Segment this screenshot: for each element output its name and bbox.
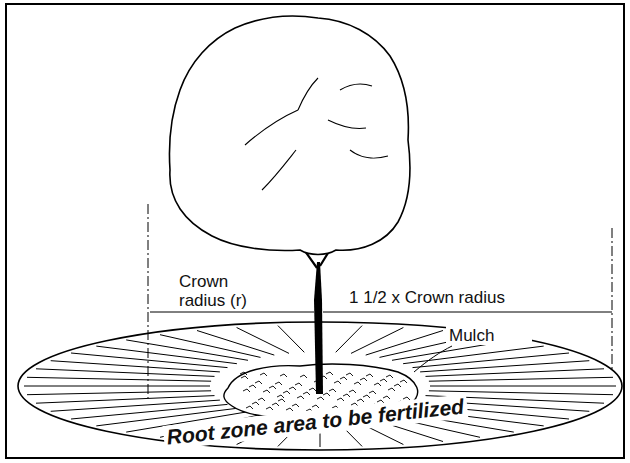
- mulch-chip: [252, 402, 259, 405]
- mulch-chip: [343, 394, 350, 397]
- mulch-chip: [349, 390, 356, 393]
- mulch-chip: [363, 395, 370, 398]
- mulch-chip: [354, 382, 361, 385]
- hatch-stroke: [197, 331, 274, 356]
- mulch-chip: [334, 381, 341, 384]
- hatch-stroke: [36, 396, 215, 404]
- mulch-chip: [357, 399, 364, 402]
- mulch-chip: [400, 380, 407, 383]
- mulch-chip: [340, 377, 347, 380]
- mulch-chip: [272, 403, 279, 406]
- mulch-chip: [300, 375, 307, 378]
- tree-trunk: [314, 262, 323, 394]
- mulch-chip: [383, 396, 390, 399]
- mulch-chip: [366, 374, 373, 377]
- hatch-stroke: [237, 328, 289, 354]
- mulch-chip: [278, 399, 285, 402]
- mulch-chip: [369, 391, 376, 394]
- mulch-chip: [286, 408, 293, 411]
- crown-radius-line: [150, 312, 314, 313]
- root-zone-radius-line: [323, 312, 612, 313]
- hatch-stroke: [403, 346, 544, 364]
- mulch-chip: [329, 389, 336, 392]
- frame: [6, 4, 624, 458]
- mulch-chip: [295, 383, 302, 386]
- dimension-label: Mulch: [446, 326, 532, 345]
- root-zone-edge-line: [612, 228, 613, 372]
- mulch-chip: [258, 398, 265, 401]
- mulch-chip: [263, 390, 270, 393]
- crown-detail: [245, 78, 388, 190]
- hatch-stroke: [430, 386, 616, 387]
- hatch-stroke: [27, 391, 211, 395]
- mulch-chip: [280, 374, 287, 377]
- mulch-chip: [243, 389, 250, 392]
- mulch-chip: [303, 392, 310, 395]
- mulch-chip: [394, 384, 401, 387]
- mulch-chip: [386, 375, 393, 378]
- mulch-chip: [249, 385, 256, 388]
- crown-edge-line: [148, 204, 149, 398]
- hatch-stroke: [429, 377, 613, 381]
- mulch-chip: [374, 383, 381, 386]
- dimension-label: 1 1/2 x Crown radius: [346, 288, 508, 307]
- mulch-chip: [277, 395, 284, 398]
- mulch-chip: [337, 398, 344, 401]
- mulch-chip: [260, 373, 267, 376]
- mulch-chip: [266, 407, 273, 410]
- mulch-chip: [317, 397, 324, 400]
- mulch-chip: [283, 391, 290, 394]
- hatch-stroke: [336, 326, 362, 353]
- hatch-stroke: [71, 404, 228, 419]
- mulch-chip: [246, 406, 253, 409]
- mulch-leader: [414, 346, 452, 372]
- mulch-chip: [269, 386, 276, 389]
- tree-crown: [169, 16, 409, 254]
- hatch-stroke: [426, 369, 605, 377]
- mulch-chip: [326, 372, 333, 375]
- mulch-chip: [240, 372, 247, 375]
- dimension-label: Crown radius (r): [176, 272, 274, 310]
- mulch-chip: [309, 388, 316, 391]
- mulch-chip: [346, 373, 353, 376]
- mulch-chip: [292, 404, 299, 407]
- mulch-chip: [241, 376, 248, 379]
- mulch-chip: [289, 387, 296, 390]
- mulch-chip: [255, 381, 262, 384]
- mulch-chip: [380, 379, 387, 382]
- mulch-chip: [388, 388, 395, 391]
- mulch-chip: [297, 396, 304, 399]
- hatch-stroke: [51, 361, 220, 372]
- mulch-chip: [275, 382, 282, 385]
- mulch-chip: [360, 378, 367, 381]
- hatch-stroke: [24, 386, 210, 387]
- hatch-stroke: [71, 353, 228, 368]
- mulch-chip: [312, 405, 319, 408]
- hatch-stroke: [351, 328, 403, 354]
- hatch-stroke: [27, 377, 211, 381]
- hatch-stroke: [278, 326, 304, 353]
- mulch-chip: [323, 393, 330, 396]
